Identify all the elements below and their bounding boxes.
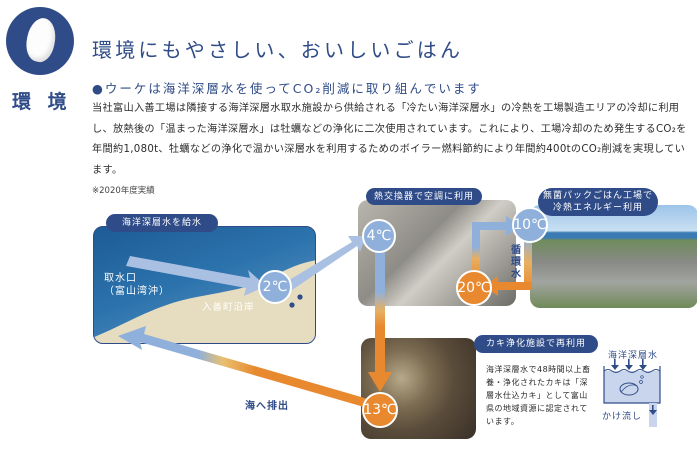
heat-to-oyster-pipe (375, 246, 385, 376)
footnote: ※2020年度実績 (92, 186, 155, 196)
factory-label-pill: 無菌パックごはん工場で 冷熱エネルギー利用 (538, 188, 658, 216)
temp-circle-4c: 4℃ (362, 219, 396, 253)
temp-circle-10c: 10℃ (512, 207, 548, 243)
body-paragraph: 当社富山入善工場は隣接する海洋深層水取水施設から供給される「冷たい海洋深層水」の… (92, 103, 687, 176)
oyster-tank-figure (603, 359, 661, 427)
circulation-top-pipe (472, 222, 508, 230)
temp-circle-2c: 2℃ (258, 270, 292, 304)
badge-label: 環 境 (12, 91, 72, 113)
factory-photo (530, 205, 697, 308)
temp-circle-13c: 13℃ (362, 392, 398, 428)
coast-sand-shape (94, 260, 315, 343)
intake-line2: （富山湾沖） (104, 286, 170, 297)
oyster-label-pill: カキ浄化施設で再利用 (474, 335, 598, 353)
coast-dot (297, 294, 303, 300)
coast-label: 入善町沿岸 (202, 302, 255, 313)
coast-dot (289, 302, 295, 308)
heat-to-oyster-arrowhead (368, 372, 392, 392)
drain-label: 海へ排出 (245, 401, 289, 412)
drain-arrow (118, 326, 368, 407)
page-title: 環境にもやさしい、おいしいごはん (92, 38, 464, 62)
circulation-bottom-pipe (496, 282, 532, 290)
factory-label-line2: 冷熱エネルギー利用 (552, 203, 643, 213)
circulation-label: 循環水 (511, 245, 521, 280)
supply-to-heat-arrow (286, 236, 366, 290)
circulation-up-pipe (472, 225, 480, 281)
environment-badge (6, 7, 74, 75)
intake-arrow (126, 256, 266, 296)
heat-exchanger-label-pill: 熱交換器で空調に利用 (366, 188, 482, 205)
intake-label: 取水口 （富山湾沖） (104, 272, 170, 298)
factory-label-line1: 無菌パックごはん工場で (542, 191, 653, 201)
figure-bottom-label: かけ流し (602, 412, 643, 422)
supply-label-pill: 海洋深層水を給水 (106, 214, 218, 232)
intake-line1: 取水口 (104, 273, 137, 284)
circulation-down-pipe (524, 236, 532, 290)
oyster-description: 海洋深層水で48時間以上畜養・浄化されたカキは「深層水仕込カキ」として富山県の地… (486, 365, 591, 426)
section-subtitle: ●ウーケは海洋深層水を使ってCO₂削減に取り組んでいます (92, 81, 482, 96)
figure-top-label: 海洋深層水 (608, 351, 659, 361)
temp-circle-20c: 20℃ (456, 270, 492, 306)
